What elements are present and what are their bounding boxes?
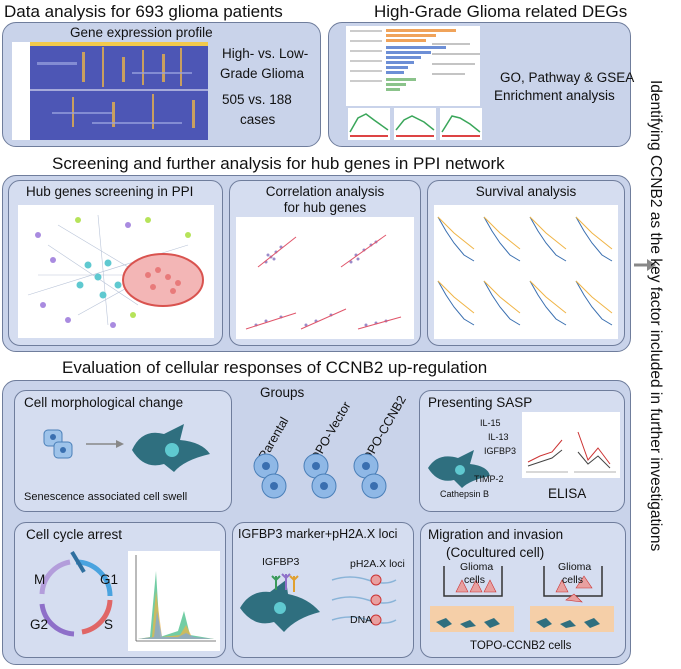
- sasp-cell-illustration: [428, 450, 490, 488]
- glioma-label-right-2: cells: [562, 574, 584, 586]
- gene-expression-subtitle: Gene expression profile: [70, 25, 213, 40]
- sasp-factor-il13: IL-13: [488, 432, 509, 442]
- phase-m: M: [34, 572, 46, 587]
- hub-title: Hub genes screening in PPI: [26, 184, 194, 199]
- top-right-title: High-Grade Glioma related DEGs: [374, 2, 628, 21]
- gsea-plot-3: [440, 108, 482, 140]
- migration-subpanel: [420, 522, 626, 658]
- glioma-label-right-1: Glioma: [558, 561, 592, 573]
- heatmap-image: [12, 42, 208, 140]
- marker-loci-label: pH2A.X loci: [350, 558, 405, 570]
- sasp-factor-il15: IL-15: [480, 418, 501, 428]
- topo-cells-label: TOPO-CCNB2 cells: [470, 640, 572, 652]
- morph-title: Cell morphological change: [24, 395, 184, 410]
- cell-cycle-title: Cell cycle arrest: [26, 527, 123, 542]
- survival-km-grid: [434, 205, 618, 339]
- bottom-title: Evaluation of cellular responses of CCNB…: [62, 358, 488, 377]
- enrichment-barplot: [346, 26, 480, 106]
- groups-label: Groups: [260, 385, 305, 400]
- go-pathway-line2: Enrichment analysis: [494, 88, 615, 103]
- phase-s: S: [104, 617, 114, 632]
- glioma-label-left-2: cells: [464, 574, 486, 586]
- arrow-right-icon: [634, 259, 656, 271]
- correlation-line1: Correlation analysis: [265, 184, 385, 199]
- side-text: Identifying CCNB2 as the key factor incl…: [647, 80, 664, 552]
- marker-cell-illustration: [240, 573, 320, 632]
- dna-loci-illustration: [331, 574, 397, 626]
- migration-line1: Migration and invasion: [428, 527, 564, 542]
- comparison-line2: Grade Glioma: [220, 66, 305, 81]
- transwell-illustration: [430, 566, 614, 632]
- elisa-label: ELISA: [548, 486, 587, 501]
- migration-line2: (Cocultured cell): [446, 545, 545, 560]
- correlation-line2: for hub genes: [283, 200, 367, 215]
- correlation-scatter-grid: [236, 217, 414, 339]
- gsea-plot-1: [348, 108, 390, 140]
- counts-line1: 505 vs. 188: [222, 92, 292, 107]
- sasp-factor-igfbp3: IGFBP3: [484, 446, 517, 456]
- ppi-network-image: [18, 205, 214, 338]
- sasp-factor-timp2: TIMP-2: [474, 474, 504, 484]
- marker-dna-label: DNA: [350, 614, 373, 626]
- group-cells-illustration: [253, 453, 387, 499]
- gsea-plot-2: [394, 108, 436, 140]
- phase-g2: G2: [30, 617, 49, 632]
- marker-igfbp3-label: IGFBP3: [262, 556, 300, 568]
- go-pathway-line1: GO, Pathway & GSEA: [500, 70, 635, 85]
- elisa-line-chart: [522, 412, 620, 478]
- sasp-factor-cathepsin-b: Cathepsin B: [440, 489, 490, 499]
- glioma-label-left-1: Glioma: [460, 561, 494, 573]
- middle-title: Screening and further analysis for hub g…: [52, 154, 505, 173]
- cell-cycle-wheel: [39, 550, 113, 637]
- side-text-container: Identifying CCNB2 as the key factor incl…: [642, 80, 672, 640]
- sasp-title: Presenting SASP: [428, 395, 533, 410]
- counts-line2: cases: [240, 112, 276, 127]
- morph-caption: Senescence associated cell swell: [24, 491, 188, 503]
- top-left-title: Data analysis for 693 glioma patients: [4, 2, 283, 21]
- phase-g1: G1: [100, 572, 119, 587]
- marker-subpanel: [232, 522, 414, 658]
- comparison-line1: High- vs. Low-: [222, 46, 309, 61]
- survival-title: Survival analysis: [475, 184, 577, 199]
- morph-illustration: [43, 424, 210, 472]
- pathway-legend: [430, 40, 490, 80]
- marker-title: IGFBP3 marker+pH2A.X loci: [238, 527, 398, 541]
- flow-cytometry-histogram: [128, 551, 220, 651]
